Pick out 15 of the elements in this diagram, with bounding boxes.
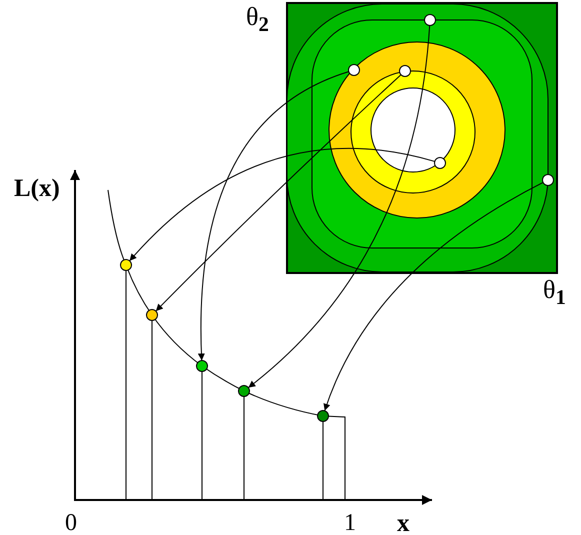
axis-label: x [397, 511, 410, 535]
sample-point [120, 259, 132, 271]
arrow [248, 25, 430, 388]
arrow [324, 182, 544, 412]
sample-point [317, 410, 329, 422]
arrow [129, 148, 436, 262]
sample-point [196, 360, 208, 372]
axis-label: θ$_{1}$ [543, 277, 566, 309]
axis-label: θ$_{2}$ [246, 4, 269, 36]
axis-label: L(x) [14, 176, 60, 201]
tick-label: 1 [344, 511, 356, 535]
arrow [198, 71, 350, 361]
sample-point [146, 309, 158, 321]
tick-label: 0 [65, 511, 77, 535]
sample-point [238, 385, 250, 397]
